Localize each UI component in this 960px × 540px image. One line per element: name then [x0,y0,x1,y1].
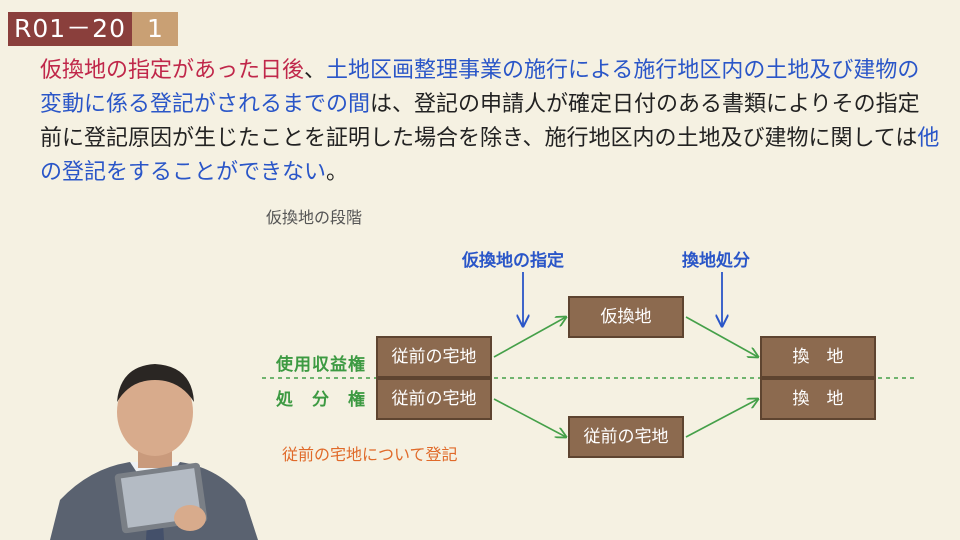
presenter-face [117,368,193,456]
former-lot-usage-box: 従前の宅地 [376,336,492,378]
arrow-to-former-lot [493,398,566,437]
statement-body: は、登記の申請人が確定日付のある書類によりその指定前に登記原因が生じたことを証明… [40,92,920,151]
designation-label: 仮換地の指定 [462,251,564,271]
presenter-image [50,364,258,540]
usage-right-label: 使用収益権 [276,355,366,375]
statement-red-part: 仮換地の指定があった日後 [40,58,305,83]
registration-note: 従前の宅地について登記 [282,445,458,464]
problem-code-badge: R01－20 [8,12,132,46]
replot-usage-box: 換 地 [760,336,876,378]
replotting-label: 換地処分 [682,251,750,271]
statement-blue-part: 土地区画整理事業の施行による施行地区内の土地及び建物の変動に係る登記がされるまで… [40,58,920,117]
arrow-former-to-replot [685,399,758,438]
arrow-provisional-to-replot [685,316,758,357]
provisional-replot-box: 仮換地 [568,296,684,338]
replot-disposal-box: 換 地 [760,378,876,420]
arrow-to-provisional [493,317,566,358]
former-lot-disposal-box: 従前の宅地 [376,378,492,420]
statement-blue-conclusion: 他の登記をすることができない [40,126,940,185]
diagram-section-title: 仮換地の段階 [266,208,363,227]
former-lot-middle-box: 従前の宅地 [568,416,684,458]
problem-statement: 仮換地の指定があった日後、土地区画整理事業の施行による施行地区内の土地及び建物の… [40,54,940,190]
presenter-hair [117,364,194,402]
disposal-right-label: 処 分 権 [276,390,366,410]
problem-number-badge: 1 [132,12,178,46]
presenter-hand [174,505,206,531]
statement-period: 。 [326,160,349,185]
statement-comma: 、 [304,58,327,83]
